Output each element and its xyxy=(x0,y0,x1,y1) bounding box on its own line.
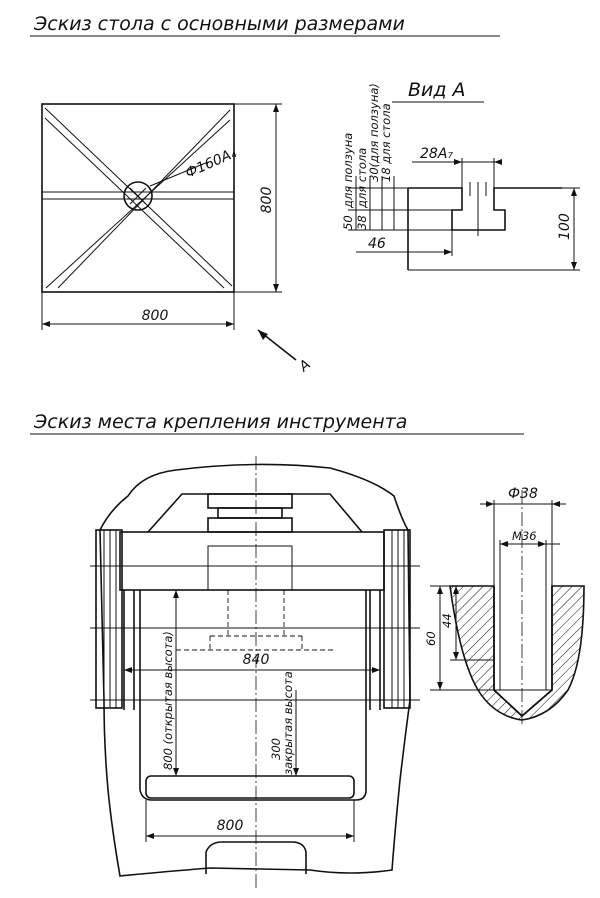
center-bore xyxy=(123,181,153,211)
table-width-label: 800 xyxy=(142,308,169,324)
dim-46: 46 xyxy=(368,236,386,252)
slot-width-label: 28А₇ xyxy=(420,146,453,162)
threaded-hole-detail: Ф38 М36 60 44 xyxy=(424,486,585,724)
note-50b: для стола xyxy=(355,148,369,209)
width-840-label: 840 xyxy=(243,652,270,668)
note-50: для ползуна xyxy=(341,133,355,209)
view-arrow-label: А xyxy=(296,357,314,376)
dim-38: 38 xyxy=(355,215,369,230)
closed-dim-label: 300 xyxy=(269,738,283,760)
hole-diameter-label: Ф38 xyxy=(508,486,538,502)
depth-60-label: 60 xyxy=(424,631,438,646)
title-table-sketch: Эскиз стола с основными размерами xyxy=(33,13,405,35)
view-a-title: Вид А xyxy=(408,79,466,101)
closed-text-label: закрытая высота xyxy=(281,671,295,775)
depth-44-label: 44 xyxy=(440,613,454,628)
note-30: 30(для ползуна) xyxy=(367,83,381,182)
view-a-section: Вид А 28А₇ 50 для ползуна для стола 38 3… xyxy=(341,79,580,271)
table-height-label: 800 xyxy=(259,187,275,214)
dim-100: 100 xyxy=(557,213,573,240)
title-tool-sketch: Эскиз места крепления инструмента xyxy=(33,411,407,433)
tool-mount-view: 840 800 (открытая высота) 300 закрытая в… xyxy=(90,456,420,890)
thread-size-label: М36 xyxy=(512,529,537,543)
dim-50: 50 xyxy=(341,215,355,230)
width-800-label: 800 xyxy=(217,818,244,834)
open-height-label: 800 (открытая высота) xyxy=(161,631,175,770)
table-top-view: Ф160А₄ 800 800 А xyxy=(41,103,314,376)
note-18: 18 для стола xyxy=(379,103,393,182)
